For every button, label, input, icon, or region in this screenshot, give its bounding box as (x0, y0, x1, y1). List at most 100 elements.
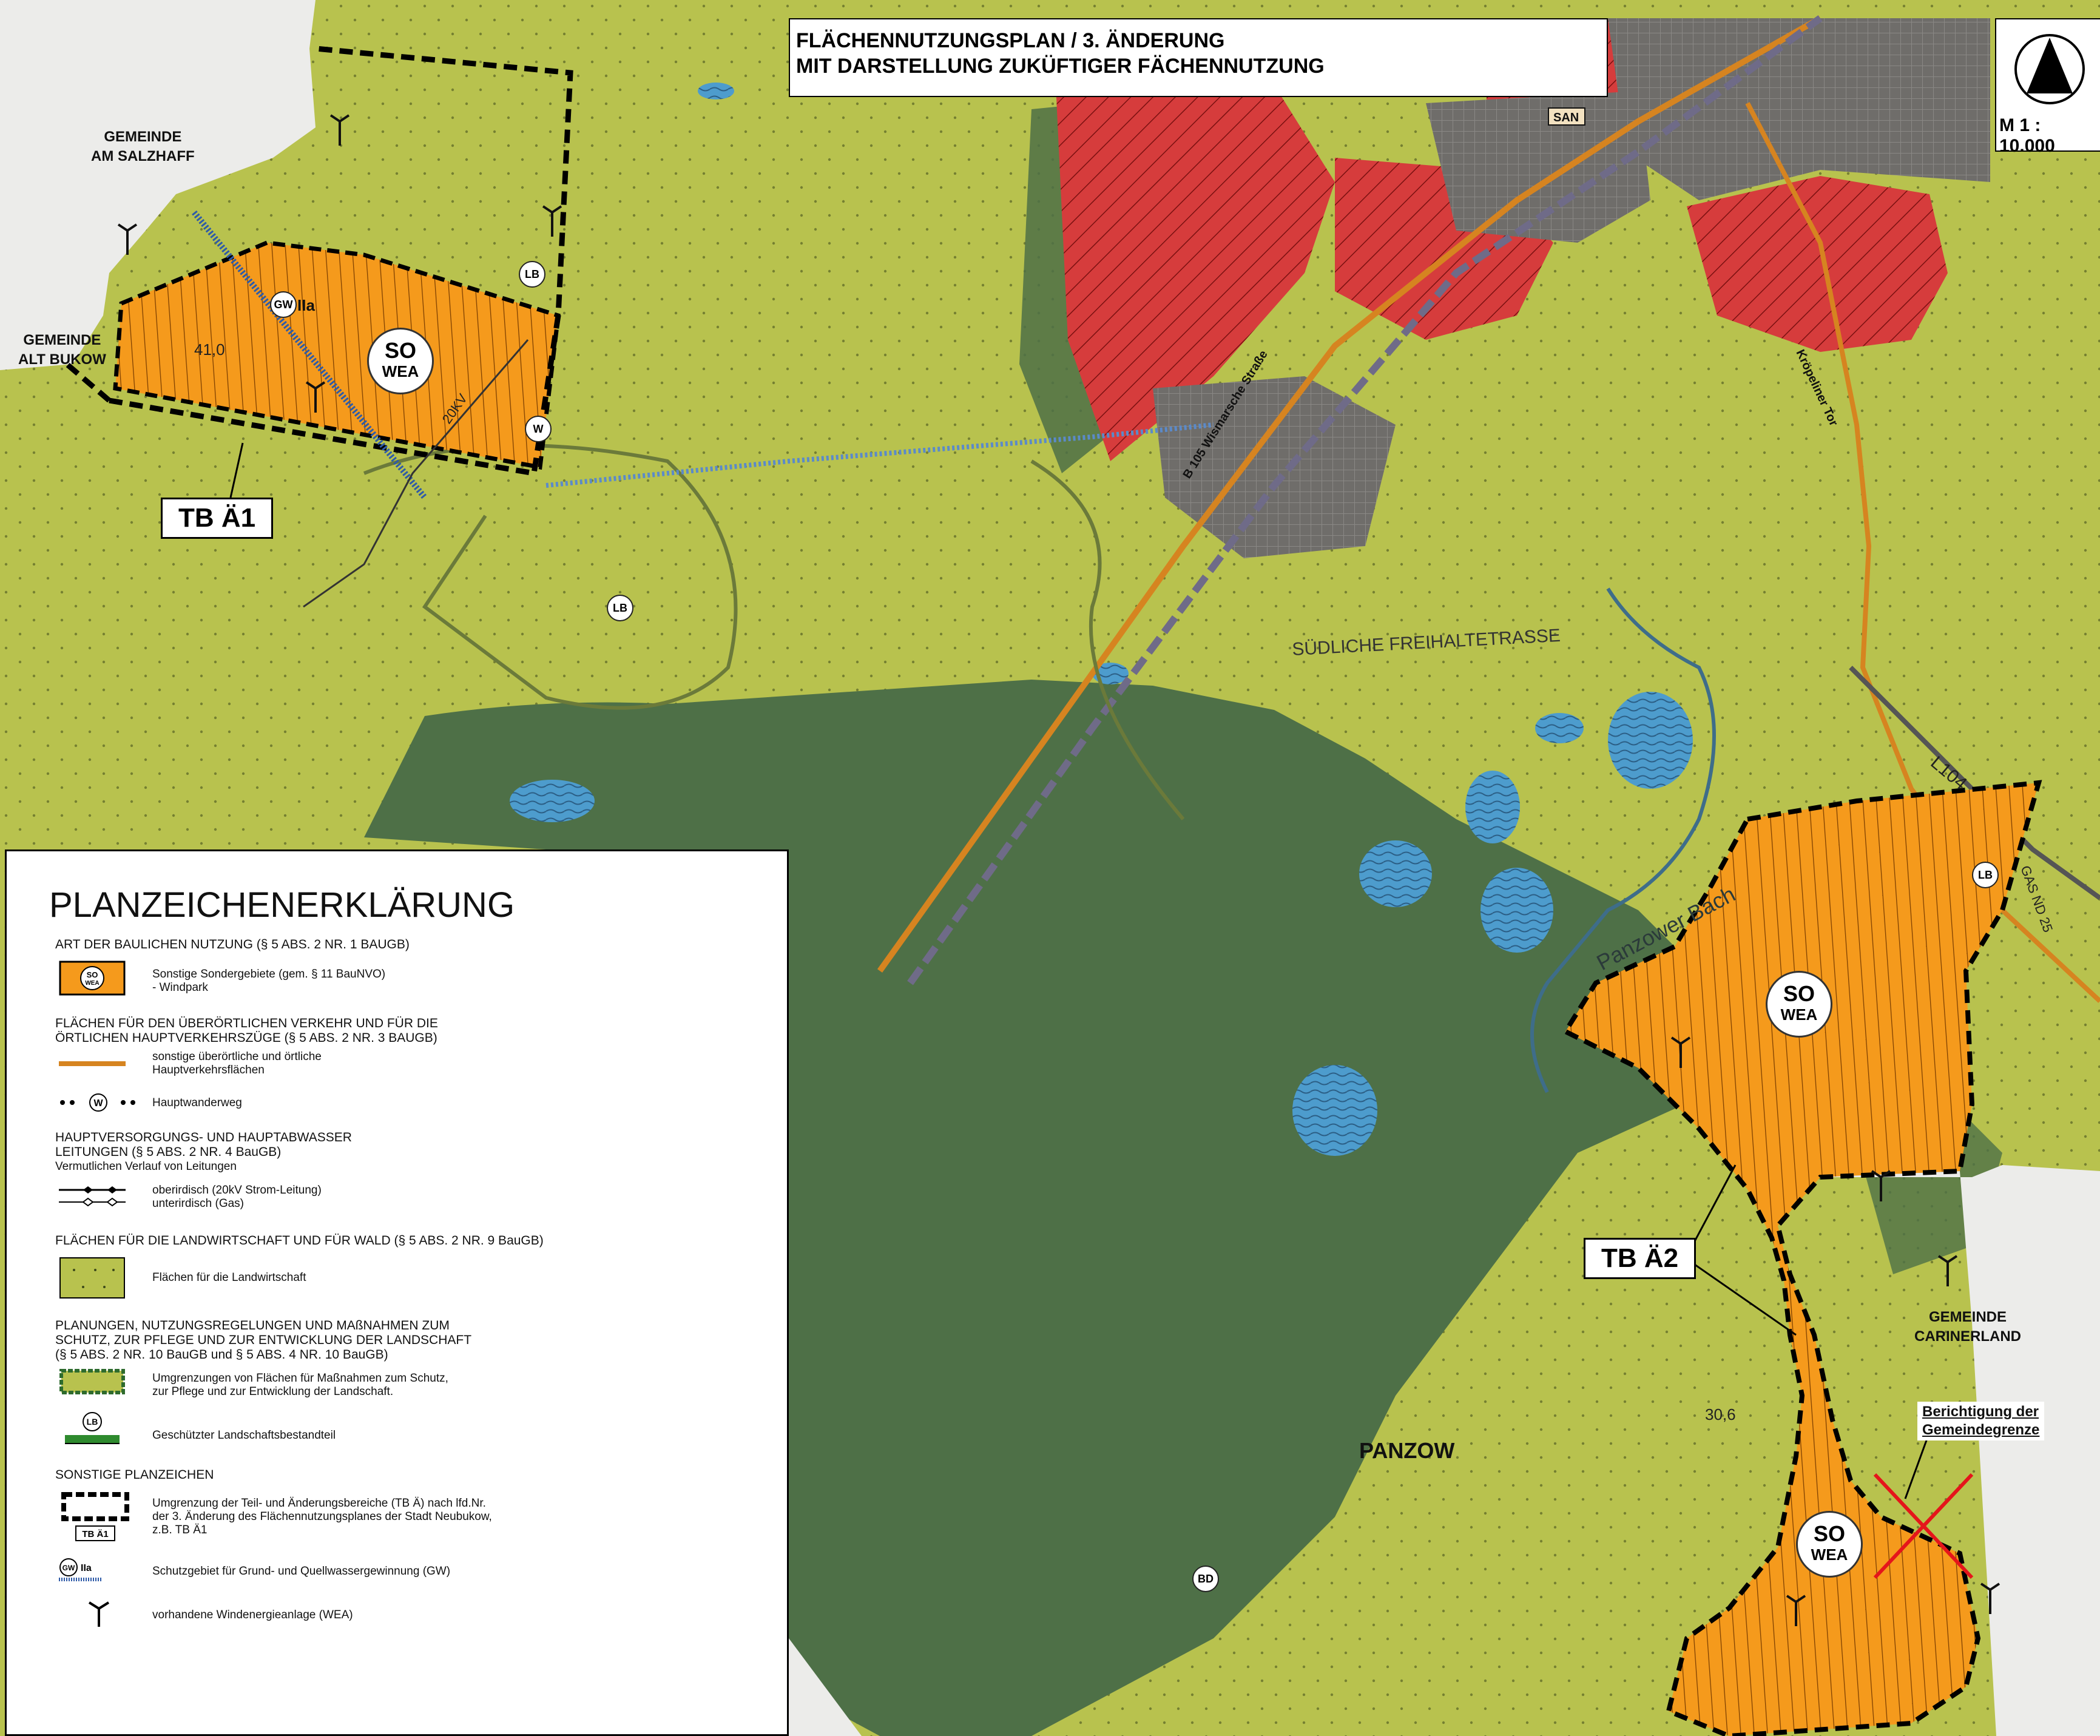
label-gw-zone: IIa (297, 296, 315, 314)
legend-title: PLANZEICHENERKLÄRUNG (49, 885, 515, 925)
road-b105 (877, 15, 1822, 973)
settlement-area-west (1056, 85, 1335, 461)
legend-heading-landscape: PLANUNGEN, NUTZUNGSREGELUNGEN UND MAßNAH… (55, 1319, 472, 1362)
turbine-icon (1871, 1170, 1891, 1201)
pond-8 (698, 83, 734, 100)
label-panzow: PANZOW (1359, 1438, 1455, 1463)
label-san: SAN (1553, 111, 1579, 124)
outside-area-southwest (789, 1638, 862, 1736)
boundary-correction-mark (1873, 1473, 1974, 1579)
legend-symbol-wind-turbine (88, 1601, 110, 1627)
turbine-icon (1937, 1255, 1958, 1286)
turbine-icon (305, 381, 326, 413)
turbine-icon (329, 114, 350, 146)
w-marker[interactable]: W (525, 416, 552, 442)
bd-marker[interactable]: BD (1192, 1565, 1219, 1592)
groundwater-zone-line (192, 210, 427, 500)
map-title-line2: MIT DARSTELLUNG ZUKÜFTIGER FÄCHENNUTZUNG (796, 55, 1325, 78)
label-elevation-306: 30,6 (1705, 1405, 1736, 1424)
wind-turbines (117, 114, 2000, 1626)
turbine-icon (117, 223, 138, 255)
gas-pipeline (545, 422, 1214, 488)
legend-symbol-w-text: W (93, 1098, 103, 1109)
pond-7 (1092, 663, 1129, 684)
legend-symbol-agriculture (59, 1257, 125, 1299)
local-road-2 (1030, 459, 1185, 820)
legend-item-wind-turbine: vorhandene Windenergieanlage (WEA) (152, 1609, 353, 1621)
legend-symbol-tb-text: TB Ä1 (82, 1529, 108, 1539)
legend-symbol-hiking-trail: W (60, 1093, 135, 1112)
legend-heading-other: SONSTIGE PLANZEICHEN (55, 1468, 214, 1482)
legend-item-protection-boundary: Umgrenzungen von Flächen für Maßnahmen z… (152, 1372, 448, 1398)
legend-item-special-area: Sonstige Sondergebiete (gem. § 11 BauNVO… (152, 968, 386, 994)
tb-a1-pointer (229, 442, 244, 498)
pond-9 (510, 780, 595, 822)
wind-area-tb-a1[interactable] (113, 240, 561, 470)
turbine-icon (1786, 1595, 1806, 1626)
legend-symbol-protection-boundary (59, 1369, 125, 1394)
legend-panel: PLANZEICHENERKLÄRUNG ART DER BAULICHEN N… (5, 849, 789, 1736)
built-up-area-south (1153, 376, 1396, 558)
pond-3 (1465, 771, 1520, 843)
tb-a2-label[interactable]: TB Ä2 (1584, 1238, 1697, 1279)
legend-heading-agriculture: FLÄCHEN FÜR DIE LANDWIRTSCHAFT UND FÜR W… (55, 1234, 544, 1248)
correction-pointer (1904, 1431, 1931, 1499)
legend-symbol-main-road (59, 1061, 126, 1066)
outside-area-northwest (0, 0, 316, 370)
forest-area (364, 680, 1729, 1736)
legend-item-agriculture: Flächen für die Landwirtschaft (152, 1271, 306, 1284)
legend-symbol-gw-zone-text: IIa (81, 1563, 92, 1573)
wind-area-tb-a2[interactable] (1562, 780, 2042, 1736)
legend-item-lb: Geschützter Landschaftsbestandteil (152, 1429, 336, 1442)
legend-symbol-utility-lines (59, 1186, 126, 1207)
lb-marker[interactable]: LB (1972, 862, 1999, 888)
turbine-icon (1980, 1582, 2000, 1614)
tb-a1-label[interactable]: TB Ä1 (161, 498, 274, 539)
legend-heading-building-use: ART DER BAULICHEN NUTZUNG (§ 5 ABS. 2 NR… (55, 937, 410, 951)
legend-item-utility-lines: oberirdisch (20kV Strom-Leitung)unterird… (152, 1184, 322, 1210)
legend-item-tb-boundary: Umgrenzung der Teil- und Änderungsbereic… (152, 1497, 492, 1536)
san-box (1548, 107, 1585, 126)
legend-symbol-lb-text: LB (87, 1417, 98, 1427)
tb-a1-boundary (65, 46, 573, 477)
rail-line (907, 15, 1823, 985)
legend-symbol-lb: LB (65, 1412, 120, 1444)
legend-symbol-so-wea: SO WEA (59, 961, 126, 996)
water-bodies (510, 83, 1693, 1156)
map-scale: M 1 : 10.000 (1999, 115, 2055, 156)
pond-6 (1292, 1065, 1377, 1156)
power-line-20kv (303, 339, 529, 608)
pond-5 (1480, 868, 1553, 953)
label-elevation-410: 41,0 (194, 340, 225, 359)
lb-marker[interactable]: LB (519, 261, 545, 288)
turbine-icon (1670, 1036, 1691, 1068)
legend-symbol-so-text: SO (87, 970, 98, 979)
pond-4 (1359, 840, 1432, 907)
pond-2 (1535, 713, 1584, 743)
panzower-bach-stream (1530, 587, 1716, 1093)
map-title-line1: FLÄCHENNUTZUNGSPLAN / 3. ÄNDERUNG (796, 29, 1225, 52)
legend-symbol-gw: GW IIa (59, 1558, 103, 1581)
built-up-area-center (1426, 91, 1650, 243)
outside-area-east (1814, 1165, 2100, 1736)
legend-symbol-gw-text: GW (62, 1564, 75, 1572)
north-arrow-icon (2014, 34, 2085, 104)
legend-symbol-wea-text: WEA (85, 980, 99, 987)
legend-heading-traffic: FLÄCHEN FÜR DEN ÜBERÖRTLICHEN VERKEHR UN… (55, 1016, 438, 1045)
settlement-area-east (1687, 176, 1948, 352)
legend-item-gw: Schutzgebiet für Grund- und Quellwasserg… (152, 1565, 451, 1578)
north-arrow-box (1995, 18, 2100, 152)
gw-marker[interactable]: GW (270, 291, 297, 318)
pond-1 (1608, 692, 1693, 789)
legend-item-hiking-trail: Hauptwanderweg (152, 1096, 242, 1109)
lb-marker[interactable]: LB (607, 595, 633, 621)
